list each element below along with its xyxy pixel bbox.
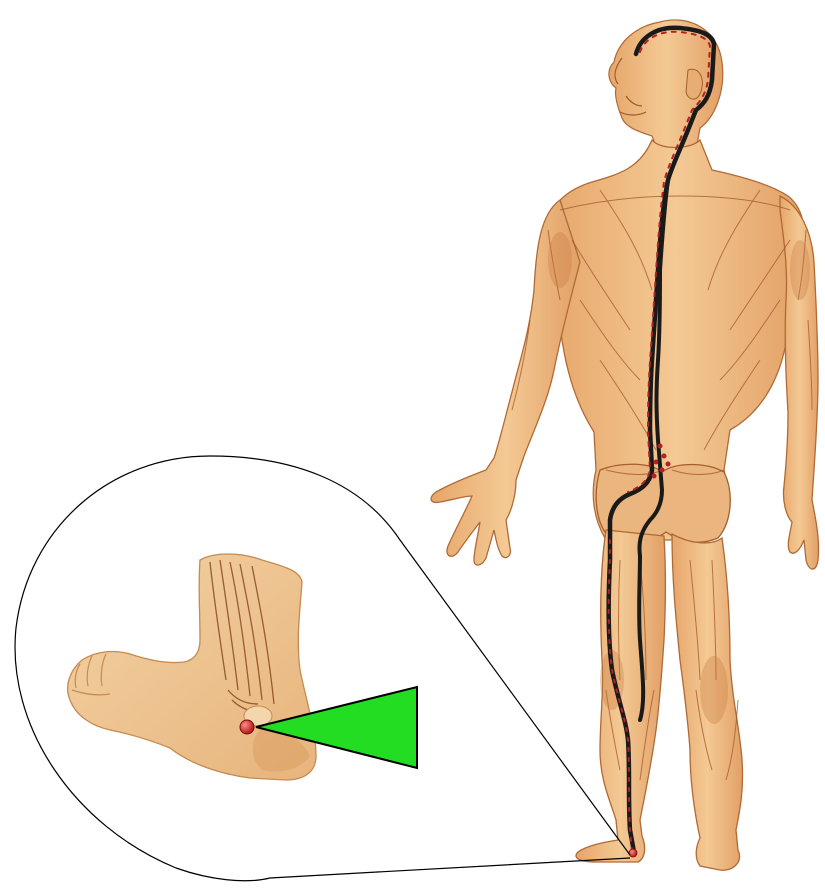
- head: [609, 20, 723, 156]
- human-figure-back-icon: [431, 20, 818, 870]
- ear: [686, 69, 702, 99]
- acupoint-icon: [629, 849, 637, 857]
- foot-icon: [68, 554, 316, 780]
- acupoint-icon: [240, 720, 254, 734]
